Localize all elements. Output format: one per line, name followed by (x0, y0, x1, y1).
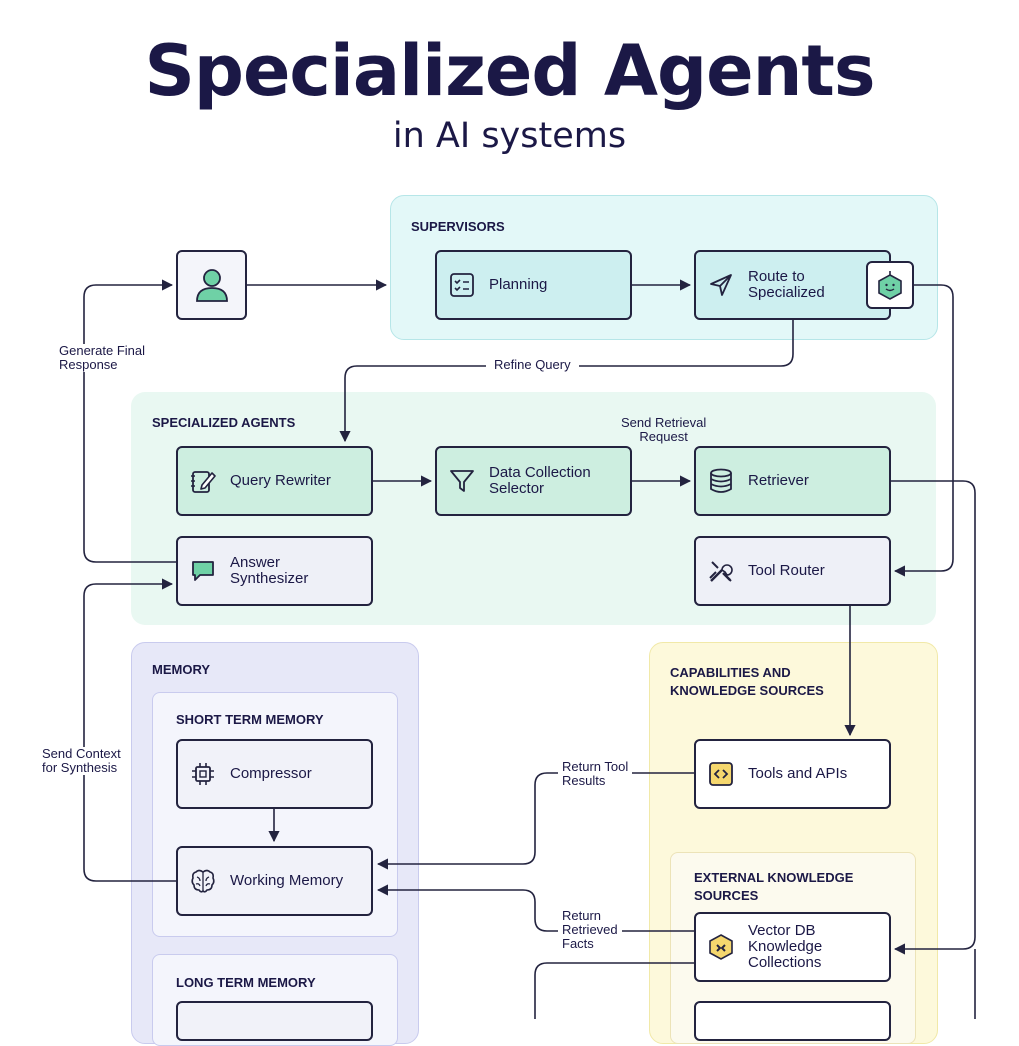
send-context-arrow (83, 578, 176, 882)
supervisors-region-label: SUPERVISORS (411, 219, 505, 234)
tools-and-apis-label: Tools and APIs (748, 765, 848, 782)
return-tool-results-arrow (376, 772, 694, 870)
generate-final-response-arrow (83, 279, 176, 563)
query-rewriter-node[interactable]: Query Rewriter (176, 446, 373, 516)
capabilities-region-label: CAPABILITIES AND KNOWLEDGE SOURCES (670, 665, 824, 698)
planning-label: Planning (489, 276, 548, 293)
robot-badge (866, 261, 914, 309)
notepad-pen-icon (190, 468, 216, 494)
generate-final-response-label: Generate Final Response (55, 344, 149, 372)
data-collection-selector-node[interactable]: Data Collection Selector (435, 446, 632, 516)
route-to-tool-router-arrow (893, 284, 954, 577)
send-retrieval-request-label: Send Retrieval Request (621, 415, 707, 444)
external-knowledge-label: EXTERNAL KNOWLEDGE SOURCES (694, 870, 854, 903)
tools-and-apis-node[interactable]: Tools and APIs (694, 739, 891, 809)
working-memory-node[interactable]: Working Memory (176, 846, 373, 916)
answer-synthesizer-node[interactable]: Answer Synthesizer (176, 536, 373, 606)
send-context-label: Send Context for Synthesis (38, 747, 125, 775)
external-source-node-partial[interactable] (694, 1001, 891, 1041)
refine-query-label: Refine Query (486, 358, 579, 372)
database-icon (708, 468, 734, 494)
return-retrieved-facts-arrow (376, 884, 694, 932)
vector-db-label: Vector DB Knowledge Collections (748, 922, 823, 971)
return-tool-results-label: Return Tool Results (558, 760, 633, 788)
retriever-to-vector-db-arrow (891, 480, 976, 955)
page-title: Specialized Agents (144, 30, 875, 112)
retriever-label: Retriever (748, 472, 809, 489)
filter-icon (449, 468, 475, 494)
planning-node[interactable]: Planning (435, 250, 632, 320)
route-to-specialized-node[interactable]: Route to Specialized (694, 250, 891, 320)
long-term-memory-label: LONG TERM MEMORY (176, 975, 316, 990)
vector-hexagon-icon (708, 934, 734, 960)
refine-query-arrow (339, 320, 794, 443)
return-retrieved-facts-label: Return Retrieved Facts (558, 909, 622, 951)
user-node[interactable] (176, 250, 247, 320)
tool-router-label: Tool Router (748, 562, 825, 579)
brain-icon (190, 868, 216, 894)
retriever-node[interactable]: Retriever (694, 446, 891, 516)
long-term-memory-node-partial[interactable] (176, 1001, 373, 1041)
chat-bubble-icon (190, 558, 216, 584)
page-subtitle: in AI systems (392, 116, 627, 156)
chip-icon (190, 761, 216, 787)
code-icon (708, 761, 734, 787)
checklist-icon (449, 272, 475, 298)
data-collection-label: Data Collection Selector (489, 464, 591, 497)
route-label: Route to Specialized (748, 268, 825, 301)
vector-db-node[interactable]: Vector DB Knowledge Collections (694, 912, 891, 982)
specialized-agents-region-label: SPECIALIZED AGENTS (152, 415, 296, 430)
answer-synthesizer-label: Answer Synthesizer (230, 554, 309, 587)
tool-router-node[interactable]: Tool Router (694, 536, 891, 606)
working-memory-label: Working Memory (230, 872, 344, 889)
user-icon (195, 269, 228, 302)
vector-db-to-lower-line (534, 962, 694, 1019)
short-term-memory-label: SHORT TERM MEMORY (176, 712, 324, 727)
memory-region-label: MEMORY (152, 662, 211, 677)
send-icon (708, 272, 734, 298)
robot-icon (878, 271, 902, 300)
compressor-node[interactable]: Compressor (176, 739, 373, 809)
tools-icon (708, 558, 734, 584)
query-rewriter-label: Query Rewriter (230, 472, 331, 489)
compressor-label: Compressor (230, 765, 312, 782)
